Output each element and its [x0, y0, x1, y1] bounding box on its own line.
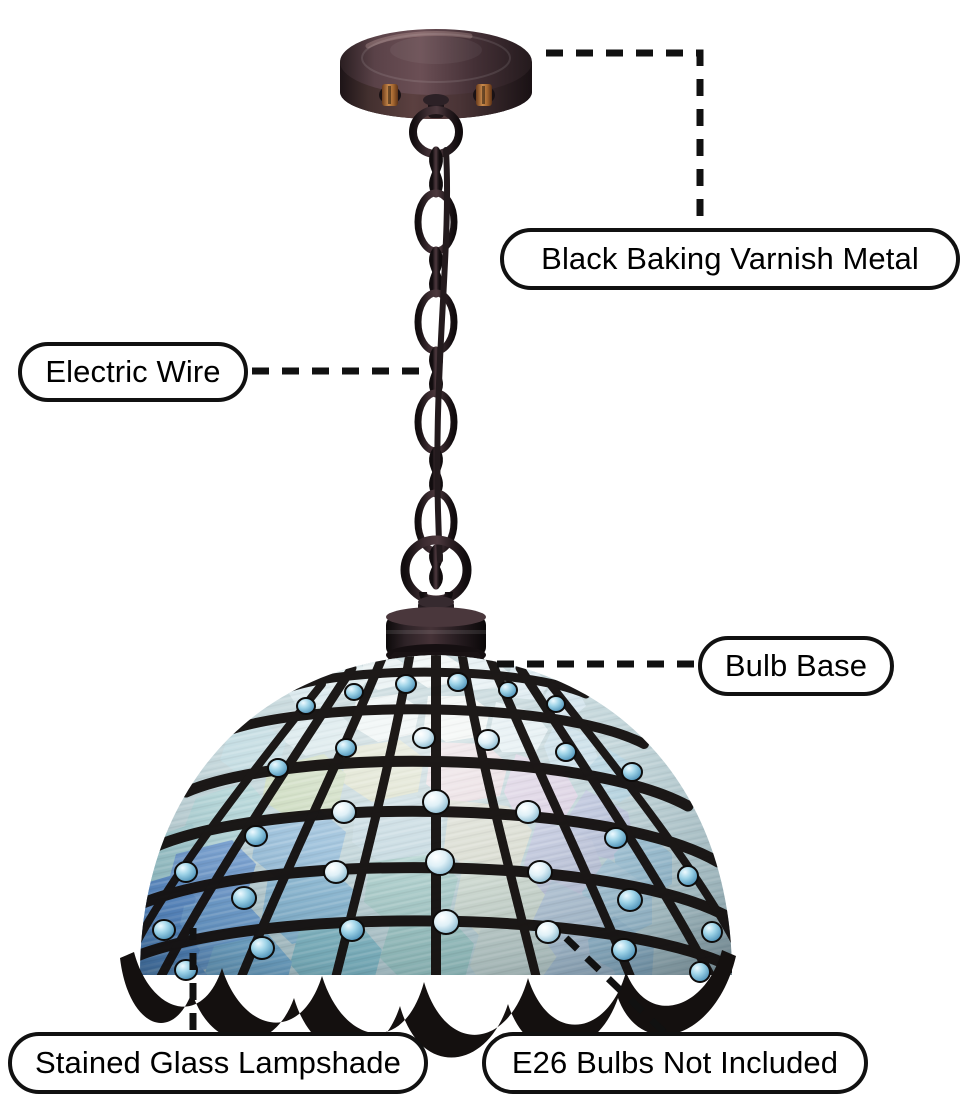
callout-label: Electric Wire	[45, 353, 221, 389]
glass-shade	[120, 655, 736, 1058]
ceiling-canopy	[340, 29, 532, 158]
canopy-screw-right	[473, 84, 495, 106]
electric-wire-strand	[434, 147, 451, 563]
callout-e26-bulbs-not-included[interactable]: E26 Bulbs Not Included	[482, 1032, 868, 1094]
shade-jewels	[152, 672, 723, 983]
callout-black-baking-varnish-metal[interactable]: Black Baking Varnish Metal	[500, 228, 960, 290]
shade-scallop-edge	[120, 950, 736, 1058]
callout-stained-glass-lampshade[interactable]: Stained Glass Lampshade	[8, 1032, 428, 1094]
callout-electric-wire[interactable]: Electric Wire	[18, 342, 248, 402]
callout-bulb-base[interactable]: Bulb Base	[698, 636, 894, 696]
callout-label: Stained Glass Lampshade	[35, 1044, 401, 1080]
leader-black-metal	[546, 49, 704, 228]
canopy-screw-left	[379, 84, 401, 106]
leader-e26	[563, 935, 667, 1035]
callout-label: Bulb Base	[724, 647, 868, 683]
callout-label: E26 Bulbs Not Included	[511, 1044, 839, 1080]
callout-label: Black Baking Varnish Metal	[541, 240, 919, 276]
